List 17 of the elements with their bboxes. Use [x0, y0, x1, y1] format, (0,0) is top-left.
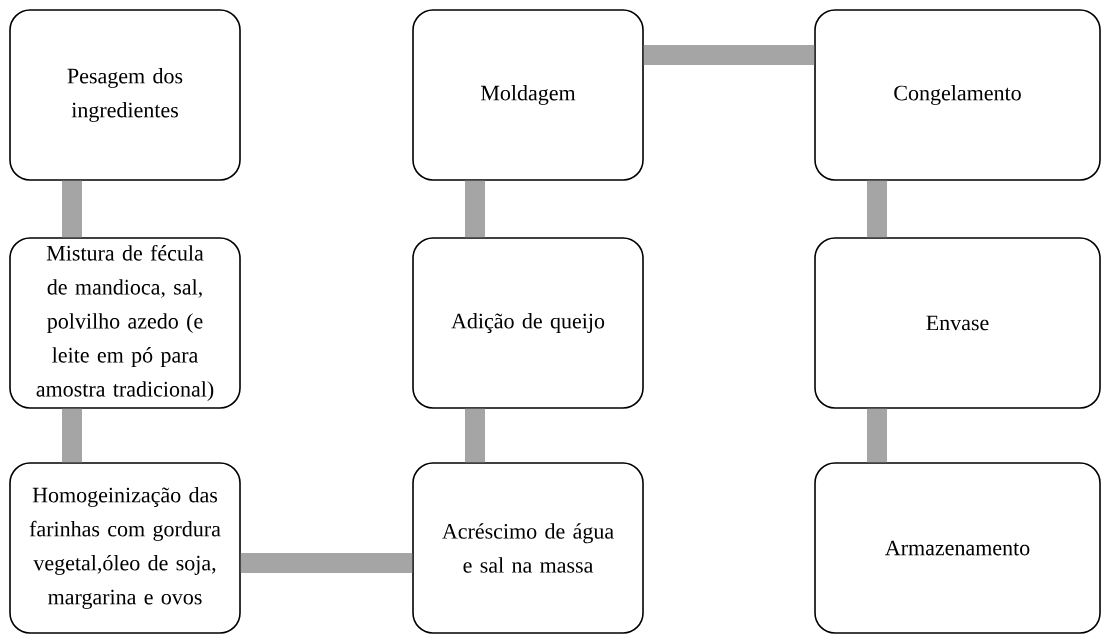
process-box: Envase [814, 237, 1101, 409]
process-box: Pesagem dos ingredientes [9, 9, 241, 181]
connector-bar [643, 45, 815, 65]
connector-bar [240, 553, 413, 573]
process-box: Mistura de fécula de mandioca, sal, polvilho azedo (e leite em pó para amostra tradicional) [9, 237, 241, 409]
process-box: Acréscimo de água e sal na massa [412, 462, 644, 634]
connector-bar [62, 408, 82, 463]
connector-bar [465, 180, 485, 238]
connector-bar [465, 408, 485, 463]
process-box: Adição de queijo [412, 237, 644, 409]
process-box: Armazenamento [814, 462, 1101, 634]
connector-bar [867, 180, 887, 238]
process-box: Congelamento [814, 9, 1101, 181]
connector-bar [62, 180, 82, 238]
connector-bar [867, 408, 887, 463]
process-box: Homogeinização das farinhas com gordura vegetal,óleo de soja, margarina e ovos [9, 462, 241, 634]
process-box: Moldagem [412, 9, 644, 181]
